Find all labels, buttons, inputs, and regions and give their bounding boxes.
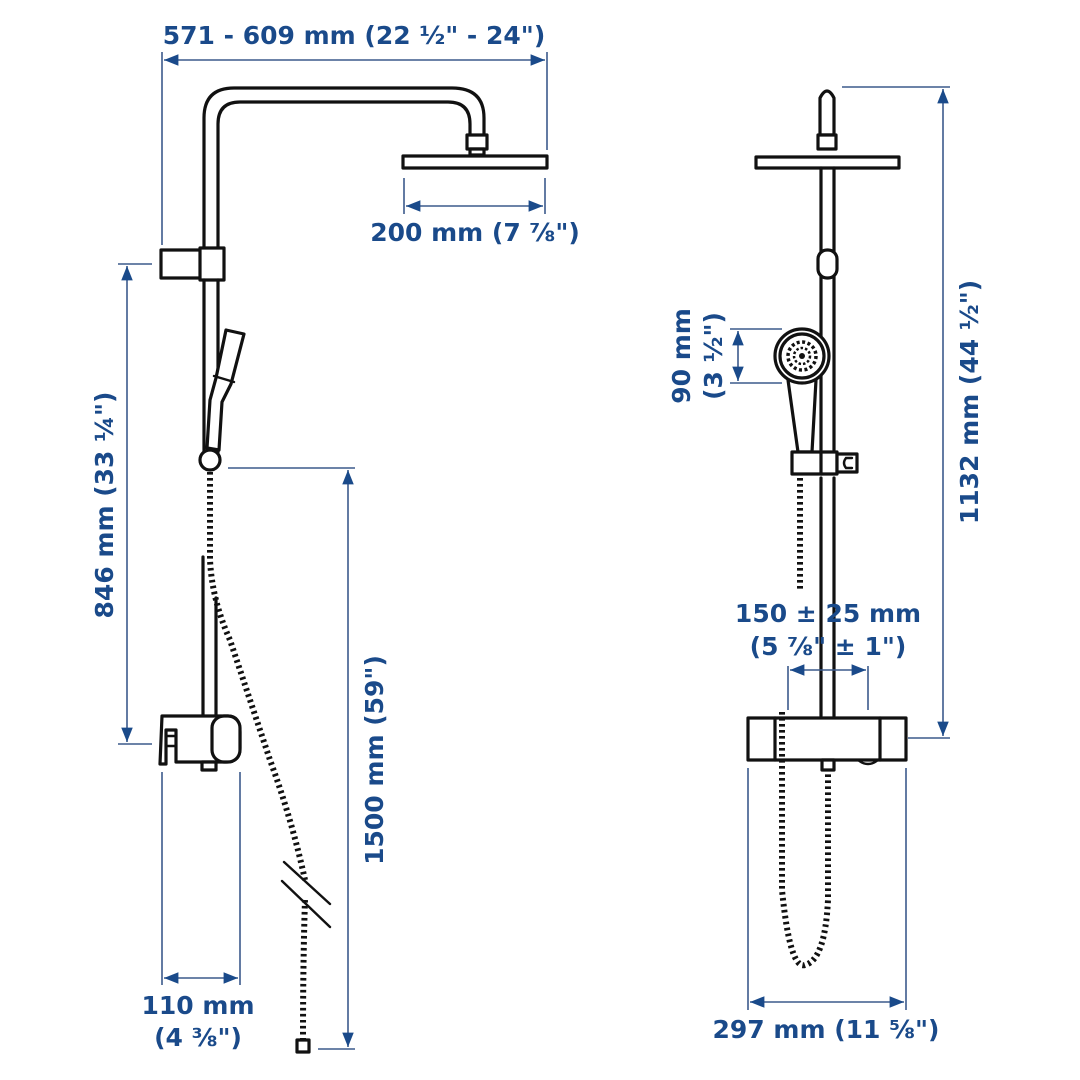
dim-846: 846 mm (33 ¼") [90, 263, 152, 745]
hose-side [207, 472, 332, 1054]
hose-front [779, 478, 831, 969]
break-symbol-icon [280, 860, 332, 929]
side-view: 571 - 609 mm (22 ½" - 24") 200 mm (7 ⅞") [90, 21, 580, 1054]
overhead-shower-head [401, 133, 549, 170]
inlet-spacing-in-label: (5 ⅞" ± 1") [750, 632, 907, 661]
dim-110: 110 mm (4 ⅜") [142, 772, 255, 1052]
total-height-label: 1132 mm (44 ½") [955, 280, 984, 524]
mixer-front [746, 716, 908, 772]
wall-depth-mm-label: 110 mm [142, 991, 255, 1020]
hand-shower-mm-label: 90 mm [667, 308, 696, 404]
riser-front [754, 89, 901, 718]
arm-reach-label: 571 - 609 mm (22 ½" - 24") [163, 21, 546, 50]
slide-rail [201, 278, 220, 720]
wall-depth-in-label: (4 ⅜") [154, 1023, 242, 1052]
shower-arm [202, 86, 486, 250]
hand-shower-side [198, 328, 246, 472]
wall-bracket-top [159, 246, 226, 282]
bracket-to-mixer-label: 846 mm (33 ¼") [90, 392, 119, 619]
front-view: 90 mm (3 ½") 1132 mm (44 ½") 150 ± 25 mm… [667, 86, 984, 1044]
head-diameter-label: 200 mm (7 ⅞") [370, 218, 580, 247]
hose-length-label: 1500 mm (59") [360, 655, 389, 865]
hand-shower-in-label: (3 ½") [699, 312, 728, 400]
mixer-width-label: 297 mm (11 ⅝") [713, 1015, 940, 1044]
dim-1132: 1132 mm (44 ½") [842, 86, 984, 739]
hand-shower-holder [790, 450, 859, 476]
dim-arm-reach: 571 - 609 mm (22 ½" - 24") [161, 21, 548, 245]
spray-rosette-icon [786, 340, 818, 372]
dim-90: 90 mm (3 ½") [667, 308, 782, 404]
hand-shower-front [773, 327, 831, 454]
dim-inlet-spacing: 150 ± 25 mm (5 ⅞" ± 1") [735, 599, 921, 710]
mixer-side [158, 714, 242, 772]
dim-297: 297 mm (11 ⅝") [713, 768, 940, 1044]
dim-head-diameter: 200 mm (7 ⅞") [370, 178, 580, 247]
inlet-spacing-mm-label: 150 ± 25 mm [735, 599, 921, 628]
dim-1500: 1500 mm (59") [228, 467, 389, 1050]
